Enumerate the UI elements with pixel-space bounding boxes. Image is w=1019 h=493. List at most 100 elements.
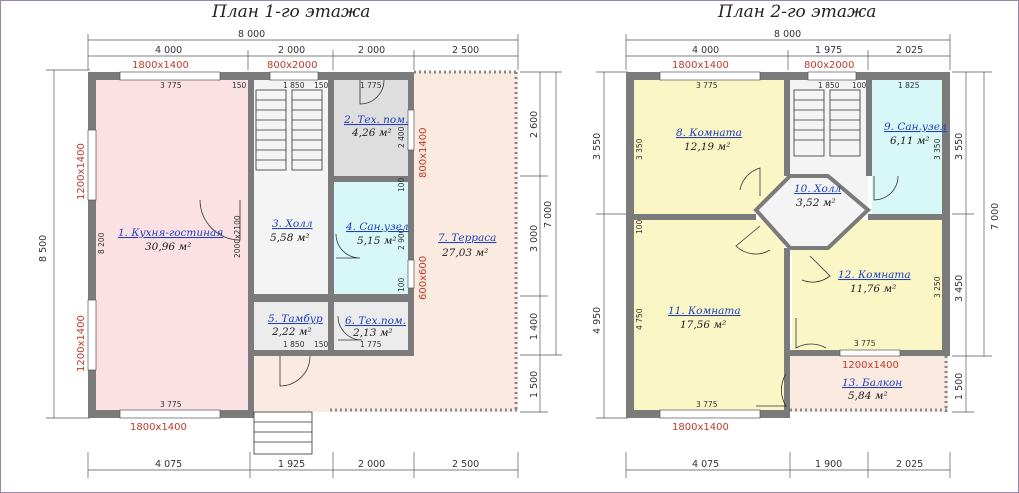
- inner-dim: 150: [232, 81, 247, 90]
- window-label: 800x2000: [804, 60, 854, 71]
- terrace-front: [250, 355, 418, 412]
- f2-dim-bottom: 4 075: [692, 459, 719, 470]
- inner-dim: 1 825: [898, 81, 920, 90]
- room-area: 6,11 м²: [890, 135, 930, 147]
- balcony-13: [790, 356, 948, 412]
- f1-dim-right: 1 400: [529, 313, 540, 340]
- inner-dim: 3 250: [933, 276, 942, 298]
- f2-dim-top: 1 975: [815, 45, 842, 56]
- wall: [868, 214, 942, 220]
- inner-dim: 1 775: [360, 81, 382, 90]
- f1-dim-top: 2 000: [358, 45, 385, 56]
- room-area: 5,15 м²: [357, 235, 397, 247]
- inner-dim: 3 775: [696, 81, 718, 90]
- f1-dim-right: 3 000: [529, 225, 540, 252]
- tambour-room-5: [254, 302, 328, 350]
- room-name: 7. Терраса: [438, 232, 496, 244]
- room-name: 13. Балкон: [842, 377, 902, 389]
- f1-dim-bottom: 1 925: [278, 459, 305, 470]
- f1-dim-top-total: 8 000: [238, 29, 265, 40]
- f1-dim-right-total: 7 000: [543, 201, 554, 228]
- wall: [626, 72, 634, 418]
- room-name: 2. Тех. пом.: [343, 114, 408, 126]
- window: [839, 349, 901, 357]
- bath-9: [872, 80, 942, 214]
- f1-dim-bottom: 4 075: [155, 459, 182, 470]
- inner-dim: 1 850: [818, 81, 840, 90]
- floor1-title: План 1-го этажа: [212, 2, 371, 22]
- room-area: 30,96 м²: [145, 241, 191, 253]
- room-name: 9. Сан.узел: [884, 121, 947, 133]
- window-label: 1200x1400: [76, 143, 87, 200]
- room-area: 4,26 м²: [351, 127, 392, 139]
- wall: [248, 80, 254, 418]
- f2-dim-top-total: 8 000: [774, 29, 801, 40]
- room-name: 11. Комната: [668, 305, 741, 317]
- window-label: 800x1400: [418, 128, 429, 178]
- wall: [88, 72, 414, 80]
- f1-dim-right: 2 600: [529, 111, 540, 138]
- inner-dim: 150: [314, 340, 329, 349]
- f2-dim-right: 1 500: [954, 373, 965, 400]
- f1-dim-left-total: 8 500: [38, 235, 49, 262]
- inner-dim: 3 775: [854, 339, 876, 348]
- window: [659, 71, 761, 81]
- window: [807, 71, 857, 81]
- room-name: 10. Холл: [794, 183, 841, 195]
- staircase: [793, 89, 861, 157]
- room-area: 3,52 м²: [796, 197, 836, 209]
- room-area: 5,84 м²: [848, 390, 888, 402]
- room-area: 27,03 м²: [441, 247, 488, 259]
- f1-dim-top: 2 000: [278, 45, 305, 56]
- wall: [866, 80, 872, 176]
- room-area: 12,19 м²: [684, 141, 730, 153]
- room-area: 11,76 м²: [850, 283, 896, 295]
- floor1-plan: 8 000 4 000 2 000 2 000 2 500 8 500: [38, 29, 562, 478]
- wall: [784, 248, 790, 418]
- wall: [328, 80, 334, 350]
- f1-dim-bottom: 2 500: [452, 459, 479, 470]
- room-name: 12. Комната: [838, 269, 911, 281]
- entry-steps: [253, 411, 313, 455]
- inner-dim: 1 775: [360, 340, 382, 349]
- window: [87, 129, 97, 201]
- f2-dim-top: 2 025: [896, 45, 923, 56]
- window: [269, 71, 319, 81]
- window: [87, 299, 97, 371]
- floor2-plan: 8 000 4 000 1 975 2 025 3 550 4 950: [592, 29, 1001, 478]
- wall: [634, 214, 756, 220]
- inner-dim: 3 775: [696, 400, 718, 409]
- inner-dim: 3 350: [635, 138, 644, 160]
- f1-dim-top: 2 500: [452, 45, 479, 56]
- inner-dim: 1 850: [283, 340, 305, 349]
- f2-dim-bottom: 2 025: [896, 459, 923, 470]
- room-area: 2,13 м²: [352, 327, 393, 339]
- tech-room-2: [334, 80, 408, 176]
- inner-dim: 2 900: [397, 228, 406, 250]
- door-label: 2000x2100: [233, 215, 242, 258]
- window-label: 1200x1400: [842, 360, 899, 371]
- room-name: 6. Тех.пом.: [345, 315, 406, 327]
- room-name: 3. Холл: [272, 218, 313, 230]
- window-label: 1800x1400: [132, 60, 189, 71]
- window: [407, 109, 415, 151]
- wall: [784, 80, 790, 176]
- staircase: [255, 89, 323, 171]
- inner-dim: 2 400: [397, 126, 406, 148]
- window-label: 1800x1400: [672, 422, 729, 433]
- floor2-title: План 2-го этажа: [718, 2, 877, 22]
- wall: [334, 176, 408, 182]
- f2-dim-right: 3 550: [954, 133, 965, 160]
- bath-room-4: [334, 182, 408, 294]
- bedroom-8: [634, 80, 784, 214]
- window: [119, 409, 221, 419]
- window-label: 800x2000: [267, 60, 317, 71]
- inner-dim: 1 850: [283, 81, 305, 90]
- window-label: 1200x1400: [76, 315, 87, 372]
- window-label: 1800x1400: [130, 422, 187, 433]
- room-name: 4. Сан.узел: [345, 221, 409, 233]
- f2-dim-bottom: 1 900: [815, 459, 842, 470]
- f2-dim-right-total: 7 000: [990, 203, 1001, 230]
- window: [659, 409, 761, 419]
